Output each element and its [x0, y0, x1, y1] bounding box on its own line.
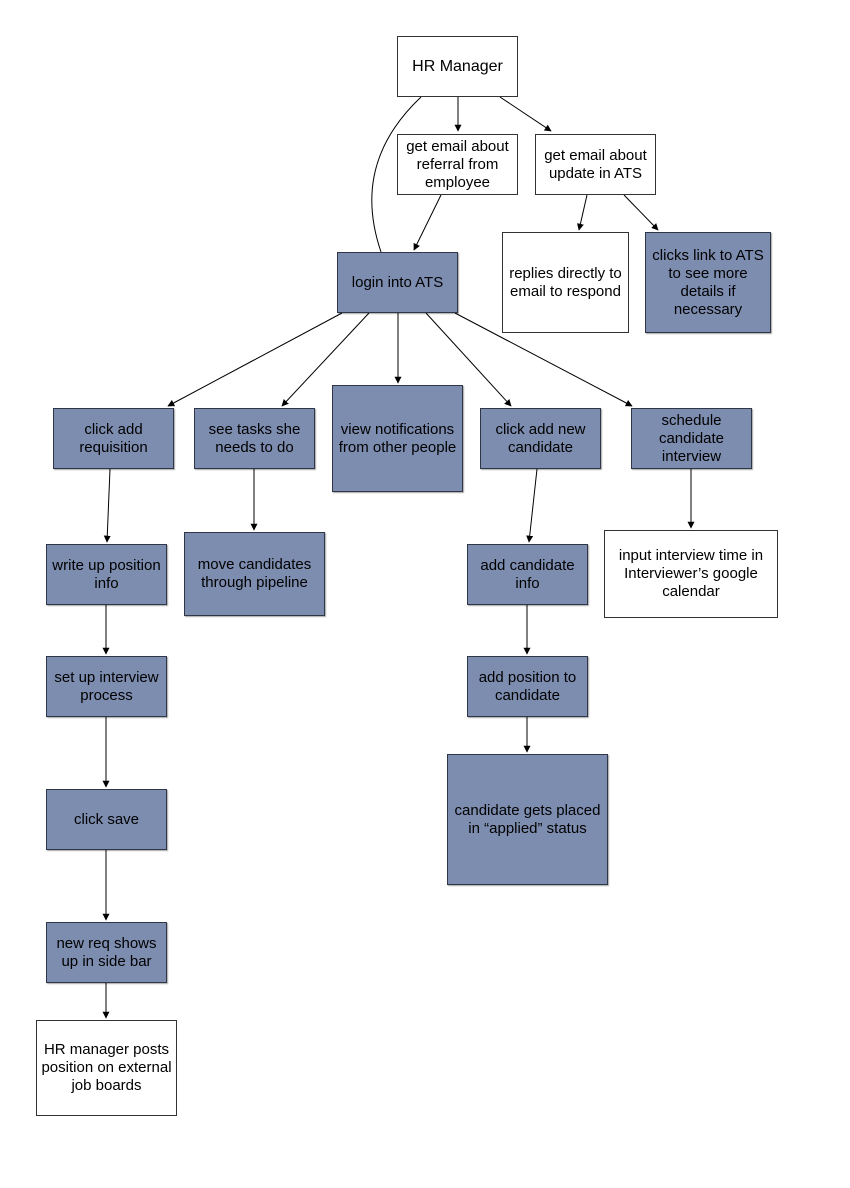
arrow-update-to-replies: [576, 194, 588, 231]
click-save-node: click save: [46, 789, 167, 850]
add-candidate-info-node: add candidate info: [467, 544, 588, 605]
setup-interview-node: set up interview process: [46, 656, 167, 717]
login-ats-node: login into ATS: [337, 252, 458, 313]
arrow-login-to-tasks: [281, 312, 370, 407]
add-requisition-node: click add requisition: [53, 408, 174, 469]
email-referral-node: get email about referral from employee: [397, 134, 518, 195]
see-tasks-node: see tasks she needs to do: [194, 408, 315, 469]
applied-status-node: candidate gets placed in “applied” statu…: [447, 754, 608, 885]
arrow-referral-to-login: [413, 194, 442, 251]
schedule-interview-node: schedule candidate interview: [631, 408, 752, 469]
arrow-login-to-requisition: [167, 312, 343, 407]
arrow-login-to-add-candidate: [425, 312, 512, 407]
add-new-candidate-node: click add new candidate: [480, 408, 601, 469]
arrow-add-candidate-to-info: [526, 468, 538, 543]
posts-position-node: HR manager posts position on external jo…: [36, 1020, 177, 1116]
arrow-requisition-to-write: [103, 468, 111, 543]
arrow-login-to-schedule: [454, 312, 633, 407]
curve-hr-to-login: [371, 96, 422, 253]
move-candidates-node: move candidates through pipeline: [184, 532, 325, 616]
arrow-update-to-clicks-link: [623, 194, 659, 231]
input-interview-time-node: input interview time in Interviewer’s go…: [604, 530, 778, 618]
email-update-node: get email about update in ATS: [535, 134, 656, 195]
view-notifications-node: view notifications from other people: [332, 385, 463, 492]
clicks-link-node: clicks link to ATS to see more details i…: [645, 232, 771, 333]
new-req-node: new req shows up in side bar: [46, 922, 167, 983]
add-position-node: add position to candidate: [467, 656, 588, 717]
hr-manager-node: HR Manager: [397, 36, 518, 97]
replies-email-node: replies directly to email to respond: [502, 232, 629, 333]
write-position-node: write up position info: [46, 544, 167, 605]
arrow-hr-to-update: [499, 96, 552, 132]
